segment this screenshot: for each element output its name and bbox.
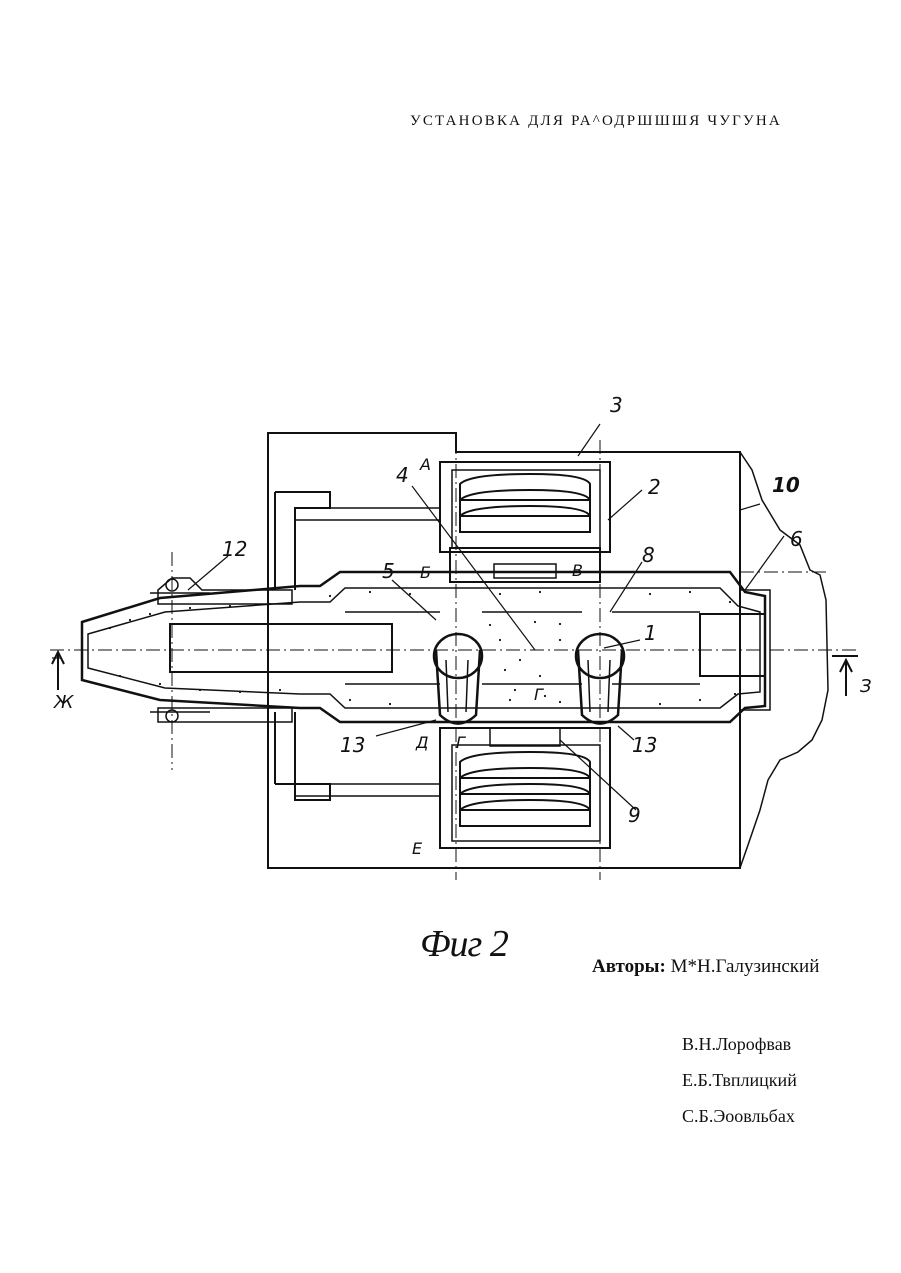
label-part-9: 9 — [628, 803, 641, 827]
label-part-10: 10 — [772, 473, 800, 497]
channel-outer — [82, 572, 765, 722]
label-section-z: З — [860, 676, 872, 697]
label-part-12: 12 — [222, 537, 247, 561]
label-section-zh: Ж — [53, 692, 74, 713]
label-part-13-right: 13 — [632, 733, 657, 757]
label-zone-a: А — [419, 455, 431, 474]
author-name: Е.Б.Твплицкий — [682, 1062, 797, 1098]
figure-caption: Фиг 2 — [420, 922, 508, 966]
label-part-1: 1 — [644, 621, 657, 645]
label-part-6: 6 — [790, 527, 803, 551]
label-part-5: 5 — [382, 559, 395, 583]
author-name: М*Н.Галузинский — [671, 956, 820, 977]
label-zone-e: Е — [412, 839, 423, 858]
author-name: В.Н.Лорофвав — [682, 1026, 797, 1062]
label-zone-v: В — [572, 561, 583, 580]
authors-line: Авторы: М*Н.Галузинский — [592, 956, 819, 978]
label-part-2: 2 — [648, 475, 661, 499]
housing-break-right — [740, 452, 828, 868]
label-part-13-left: 13 — [340, 733, 365, 757]
label-part-8: 8 — [642, 543, 655, 567]
label-part-4: 4 — [396, 463, 409, 487]
author-name: С.Б.Эоовльбах — [682, 1098, 797, 1134]
label-zone-b: Б — [420, 563, 431, 582]
label-part-3: 3 — [610, 393, 623, 417]
channel-inner — [88, 588, 760, 708]
label-zone-g-center: Г — [534, 685, 544, 704]
authors-label: Авторы: — [592, 956, 666, 977]
label-zone-g-lower: Г — [456, 733, 466, 752]
authors-list: В.Н.Лорофвав Е.Б.Твплицкий С.Б.Эоовльбах — [682, 1026, 797, 1134]
label-zone-d: Д — [415, 733, 429, 752]
